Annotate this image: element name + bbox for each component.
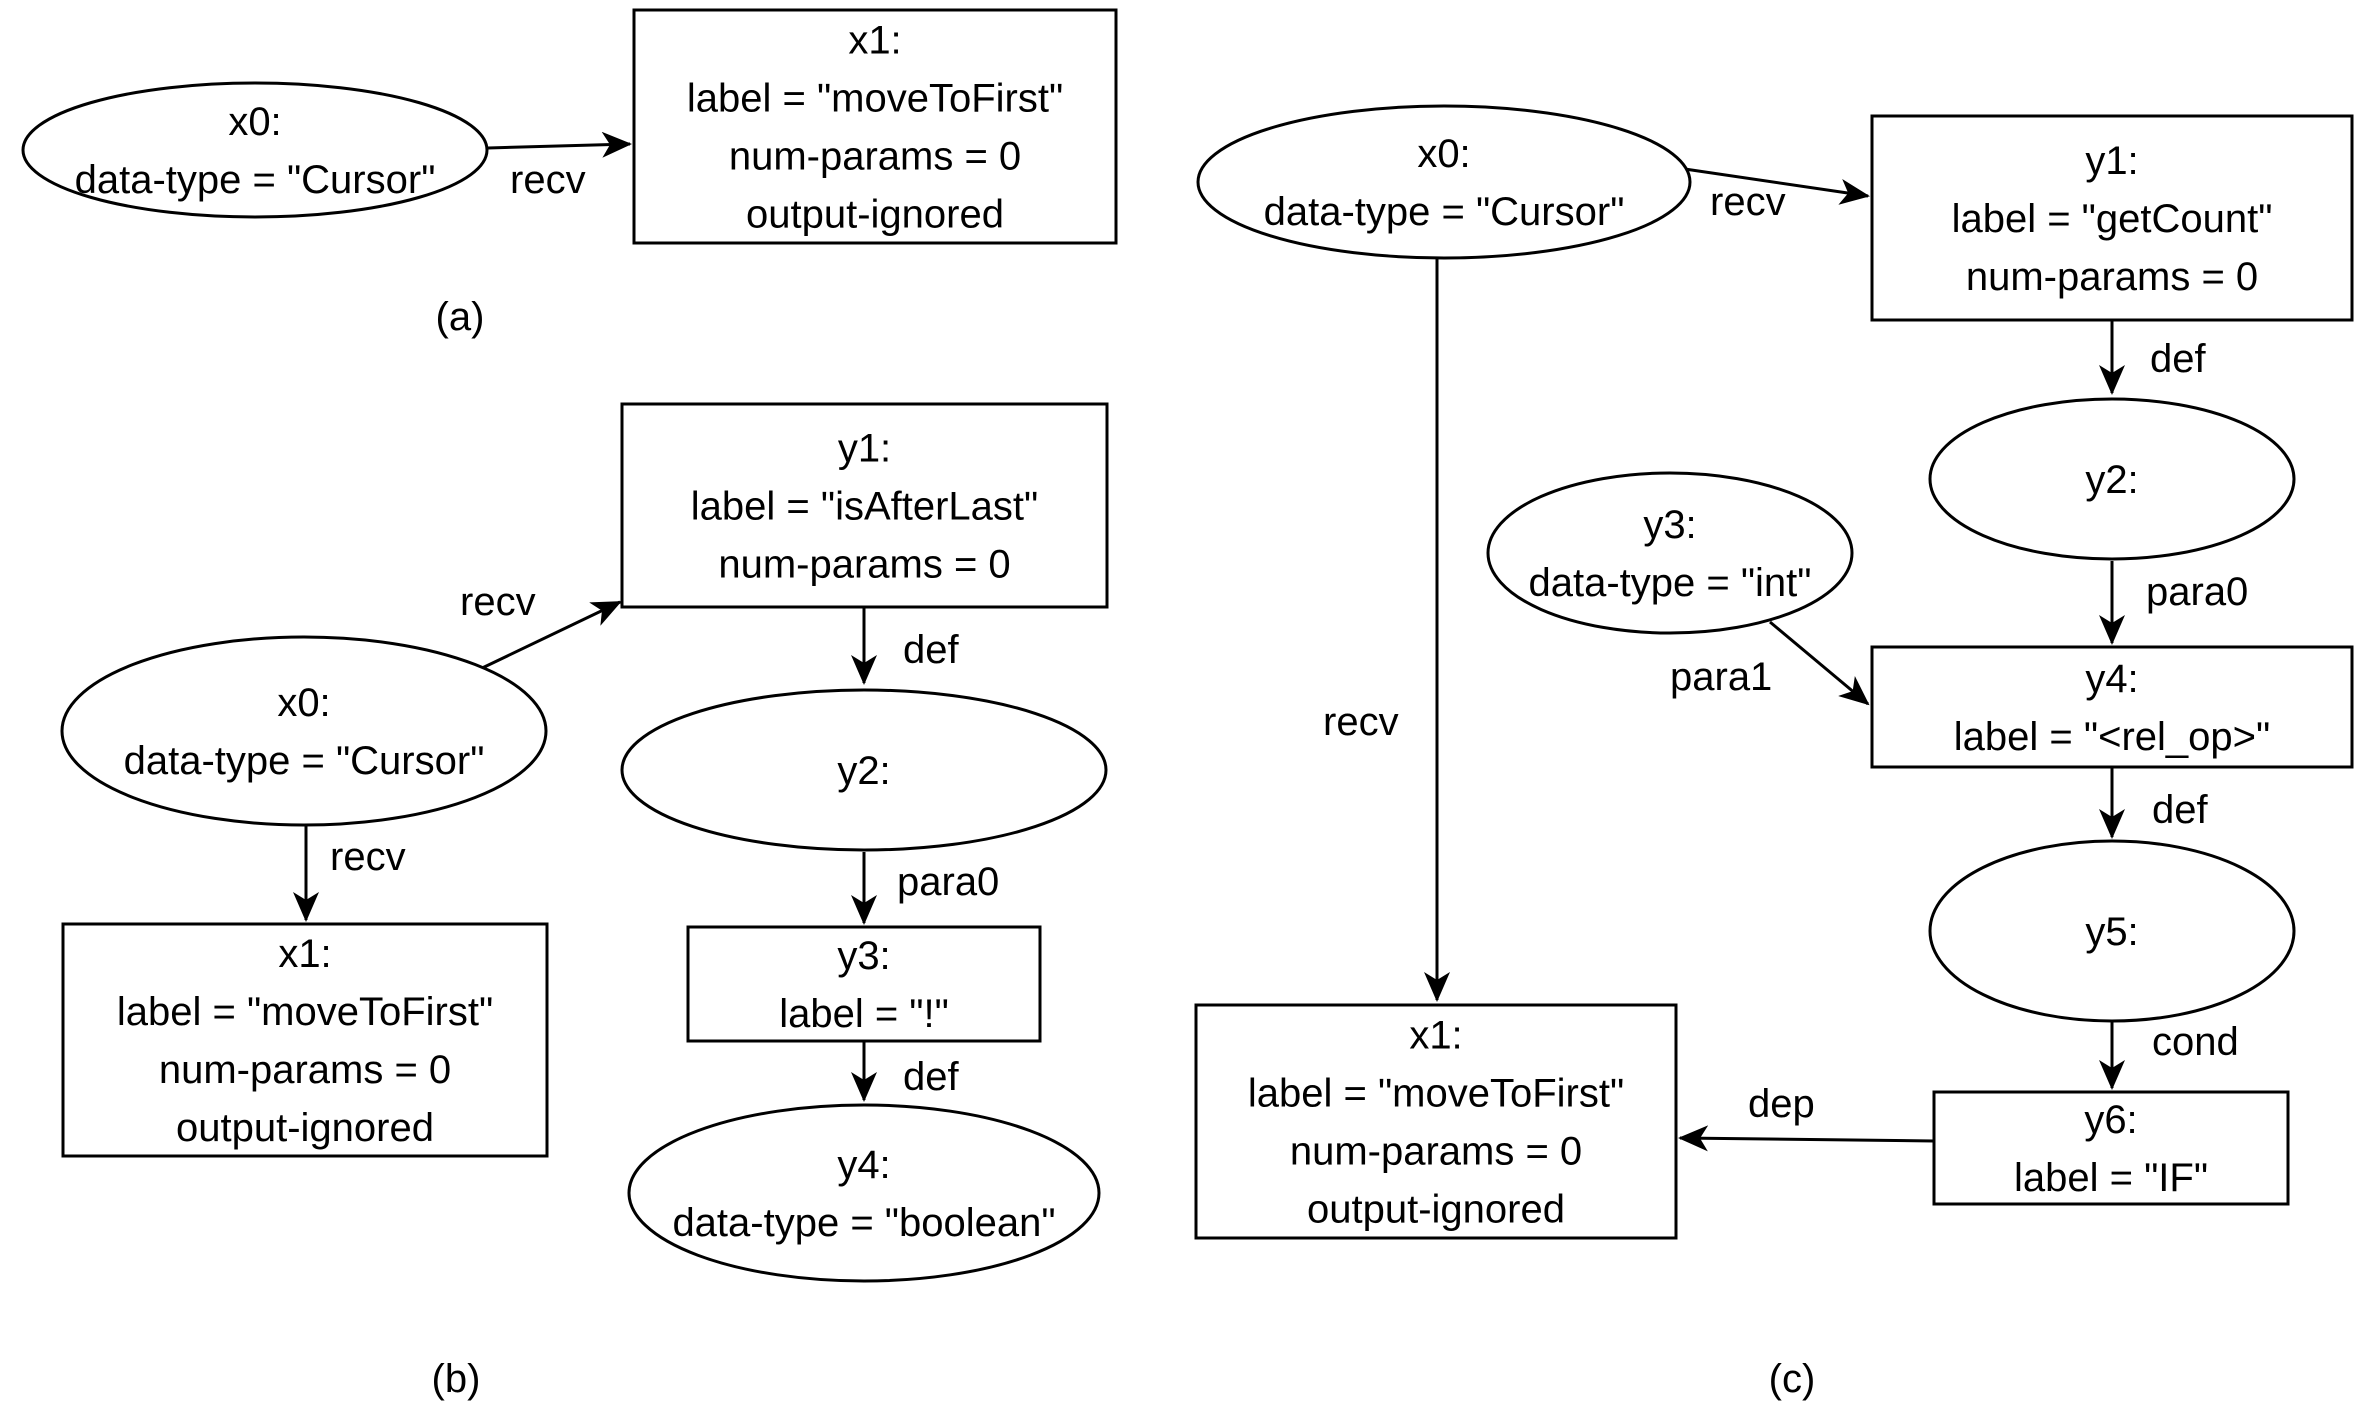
- node-text-line: label = "getCount": [1952, 197, 2273, 241]
- panel-caption: (c): [1769, 1357, 1816, 1401]
- node-c-y2: y2:: [1928, 397, 2296, 561]
- node-box: [1932, 1090, 2290, 1206]
- node-c-y1: y1: label = "getCount" num-params = 0: [1870, 114, 2354, 322]
- node-box: [620, 402, 1109, 609]
- node-text-line: x0:: [228, 100, 281, 144]
- node-text-line: label = "<rel_op>": [1954, 715, 2270, 759]
- node-ellipse: [1928, 397, 2296, 561]
- node-text-line: y6:: [2084, 1098, 2137, 1142]
- node-text-line: num-params = 0: [1966, 255, 2258, 299]
- node-c-y4: y4: label = "<rel_op>": [1870, 645, 2354, 769]
- panel-caption: (a): [436, 295, 485, 339]
- node-text-line: num-params = 0: [718, 543, 1010, 587]
- node-c-y3: y3: data-type = "int": [1486, 471, 1854, 635]
- node-box: [1194, 1003, 1678, 1240]
- node-ellipse: [620, 688, 1108, 852]
- node-text-line: label = "isAfterLast": [691, 485, 1038, 529]
- edge-arrow-recv: [1677, 166, 1870, 205]
- node-text-line: output-ignored: [176, 1106, 434, 1150]
- node-text-line: label = "moveToFirst": [1248, 1072, 1624, 1116]
- node-text-line: num-params = 0: [1290, 1130, 1582, 1174]
- node-text-line: y1:: [838, 427, 891, 471]
- node-a-x0: x0: data-type = "Cursor": [21, 81, 489, 219]
- node-box: [632, 8, 1118, 245]
- edge-label: def: [903, 628, 959, 672]
- node-text-line: x1:: [278, 932, 331, 976]
- node-text-line: output-ignored: [1307, 1188, 1565, 1232]
- node-text-line: y4:: [837, 1143, 890, 1187]
- edge-label: def: [2150, 337, 2206, 381]
- node-text-line: y5:: [2085, 910, 2138, 954]
- node-ellipse: [627, 1103, 1101, 1283]
- node-text-line: y2:: [2085, 458, 2138, 502]
- node-ellipse: [21, 81, 489, 219]
- panel-caption: (b): [432, 1357, 481, 1401]
- node-text-line: data-type = "int": [1528, 561, 1811, 605]
- node-ellipse: [1196, 104, 1692, 260]
- node-text-line: y4:: [2085, 657, 2138, 701]
- edge-label: def: [2152, 788, 2208, 832]
- edge-arrow-recv: [477, 600, 622, 672]
- node-box: [686, 925, 1042, 1043]
- node-box: [61, 922, 549, 1158]
- edge-arrow-para1: [1769, 620, 1870, 706]
- node-b-x0: x0: data-type = "Cursor": [60, 635, 548, 827]
- node-text-line: data-type = "Cursor": [124, 739, 485, 783]
- node-text-line: x0:: [277, 681, 330, 725]
- node-text-line: num-params = 0: [729, 135, 1021, 179]
- node-c-y6: y6: label = "IF": [1932, 1090, 2290, 1206]
- node-text-line: output-ignored: [746, 193, 1004, 237]
- node-b-y1: y1: label = "isAfterLast" num-params = 0: [620, 402, 1109, 609]
- edge-label: para1: [1670, 655, 1772, 699]
- edge-arrow-recv: [487, 131, 632, 158]
- node-text-line: y3:: [837, 934, 890, 978]
- node-text-line: x1:: [1409, 1014, 1462, 1058]
- node-b-x1: x1: label = "moveToFirst" num-params = 0 ou…: [61, 922, 549, 1158]
- edge-label: para0: [897, 860, 999, 904]
- edge-label: recv: [510, 158, 586, 202]
- node-c-x0: x0: data-type = "Cursor": [1196, 104, 1692, 260]
- edge-label: recv: [1710, 180, 1786, 224]
- node-c-y5: y5:: [1928, 839, 2296, 1023]
- node-text-line: num-params = 0: [159, 1048, 451, 1092]
- node-text-line: label = "!": [779, 992, 949, 1036]
- node-ellipse: [60, 635, 548, 827]
- node-box: [1870, 114, 2354, 322]
- node-text-line: label = "IF": [2014, 1156, 2208, 1200]
- node-b-y3: y3: label = "!": [686, 925, 1042, 1043]
- edge-label: para0: [2146, 570, 2248, 614]
- node-text-line: x0:: [1417, 132, 1470, 176]
- node-text-line: label = "moveToFirst": [117, 990, 493, 1034]
- edge-label: recv: [1323, 700, 1399, 744]
- node-b-y2: y2:: [620, 688, 1108, 852]
- node-ellipse: [1928, 839, 2296, 1023]
- edge-label: def: [903, 1055, 959, 1099]
- edge-label: cond: [2152, 1020, 2239, 1064]
- node-text-line: data-type = "Cursor": [75, 158, 436, 202]
- edge-label: dep: [1748, 1082, 1815, 1126]
- node-a-x1: x1: label = "moveToFirst" num-params = 0 ou…: [632, 8, 1118, 245]
- node-text-line: x1:: [848, 19, 901, 63]
- node-b-y4: y4: data-type = "boolean": [627, 1103, 1101, 1283]
- node-ellipse: [1486, 471, 1854, 635]
- node-text-line: y1:: [2085, 139, 2138, 183]
- edge-label: recv: [460, 580, 536, 624]
- node-text-line: data-type = "Cursor": [1264, 190, 1625, 234]
- edge-label: recv: [330, 835, 406, 879]
- node-text-line: data-type = "boolean": [672, 1201, 1055, 1245]
- node-text-line: label = "moveToFirst": [687, 77, 1063, 121]
- node-box: [1870, 645, 2354, 769]
- edge-arrow-dep: [1678, 1125, 1935, 1152]
- node-c-x1: x1: label = "moveToFirst" num-params = 0 ou…: [1194, 1003, 1678, 1240]
- node-text-line: y2:: [837, 749, 890, 793]
- node-text-line: y3:: [1643, 503, 1696, 547]
